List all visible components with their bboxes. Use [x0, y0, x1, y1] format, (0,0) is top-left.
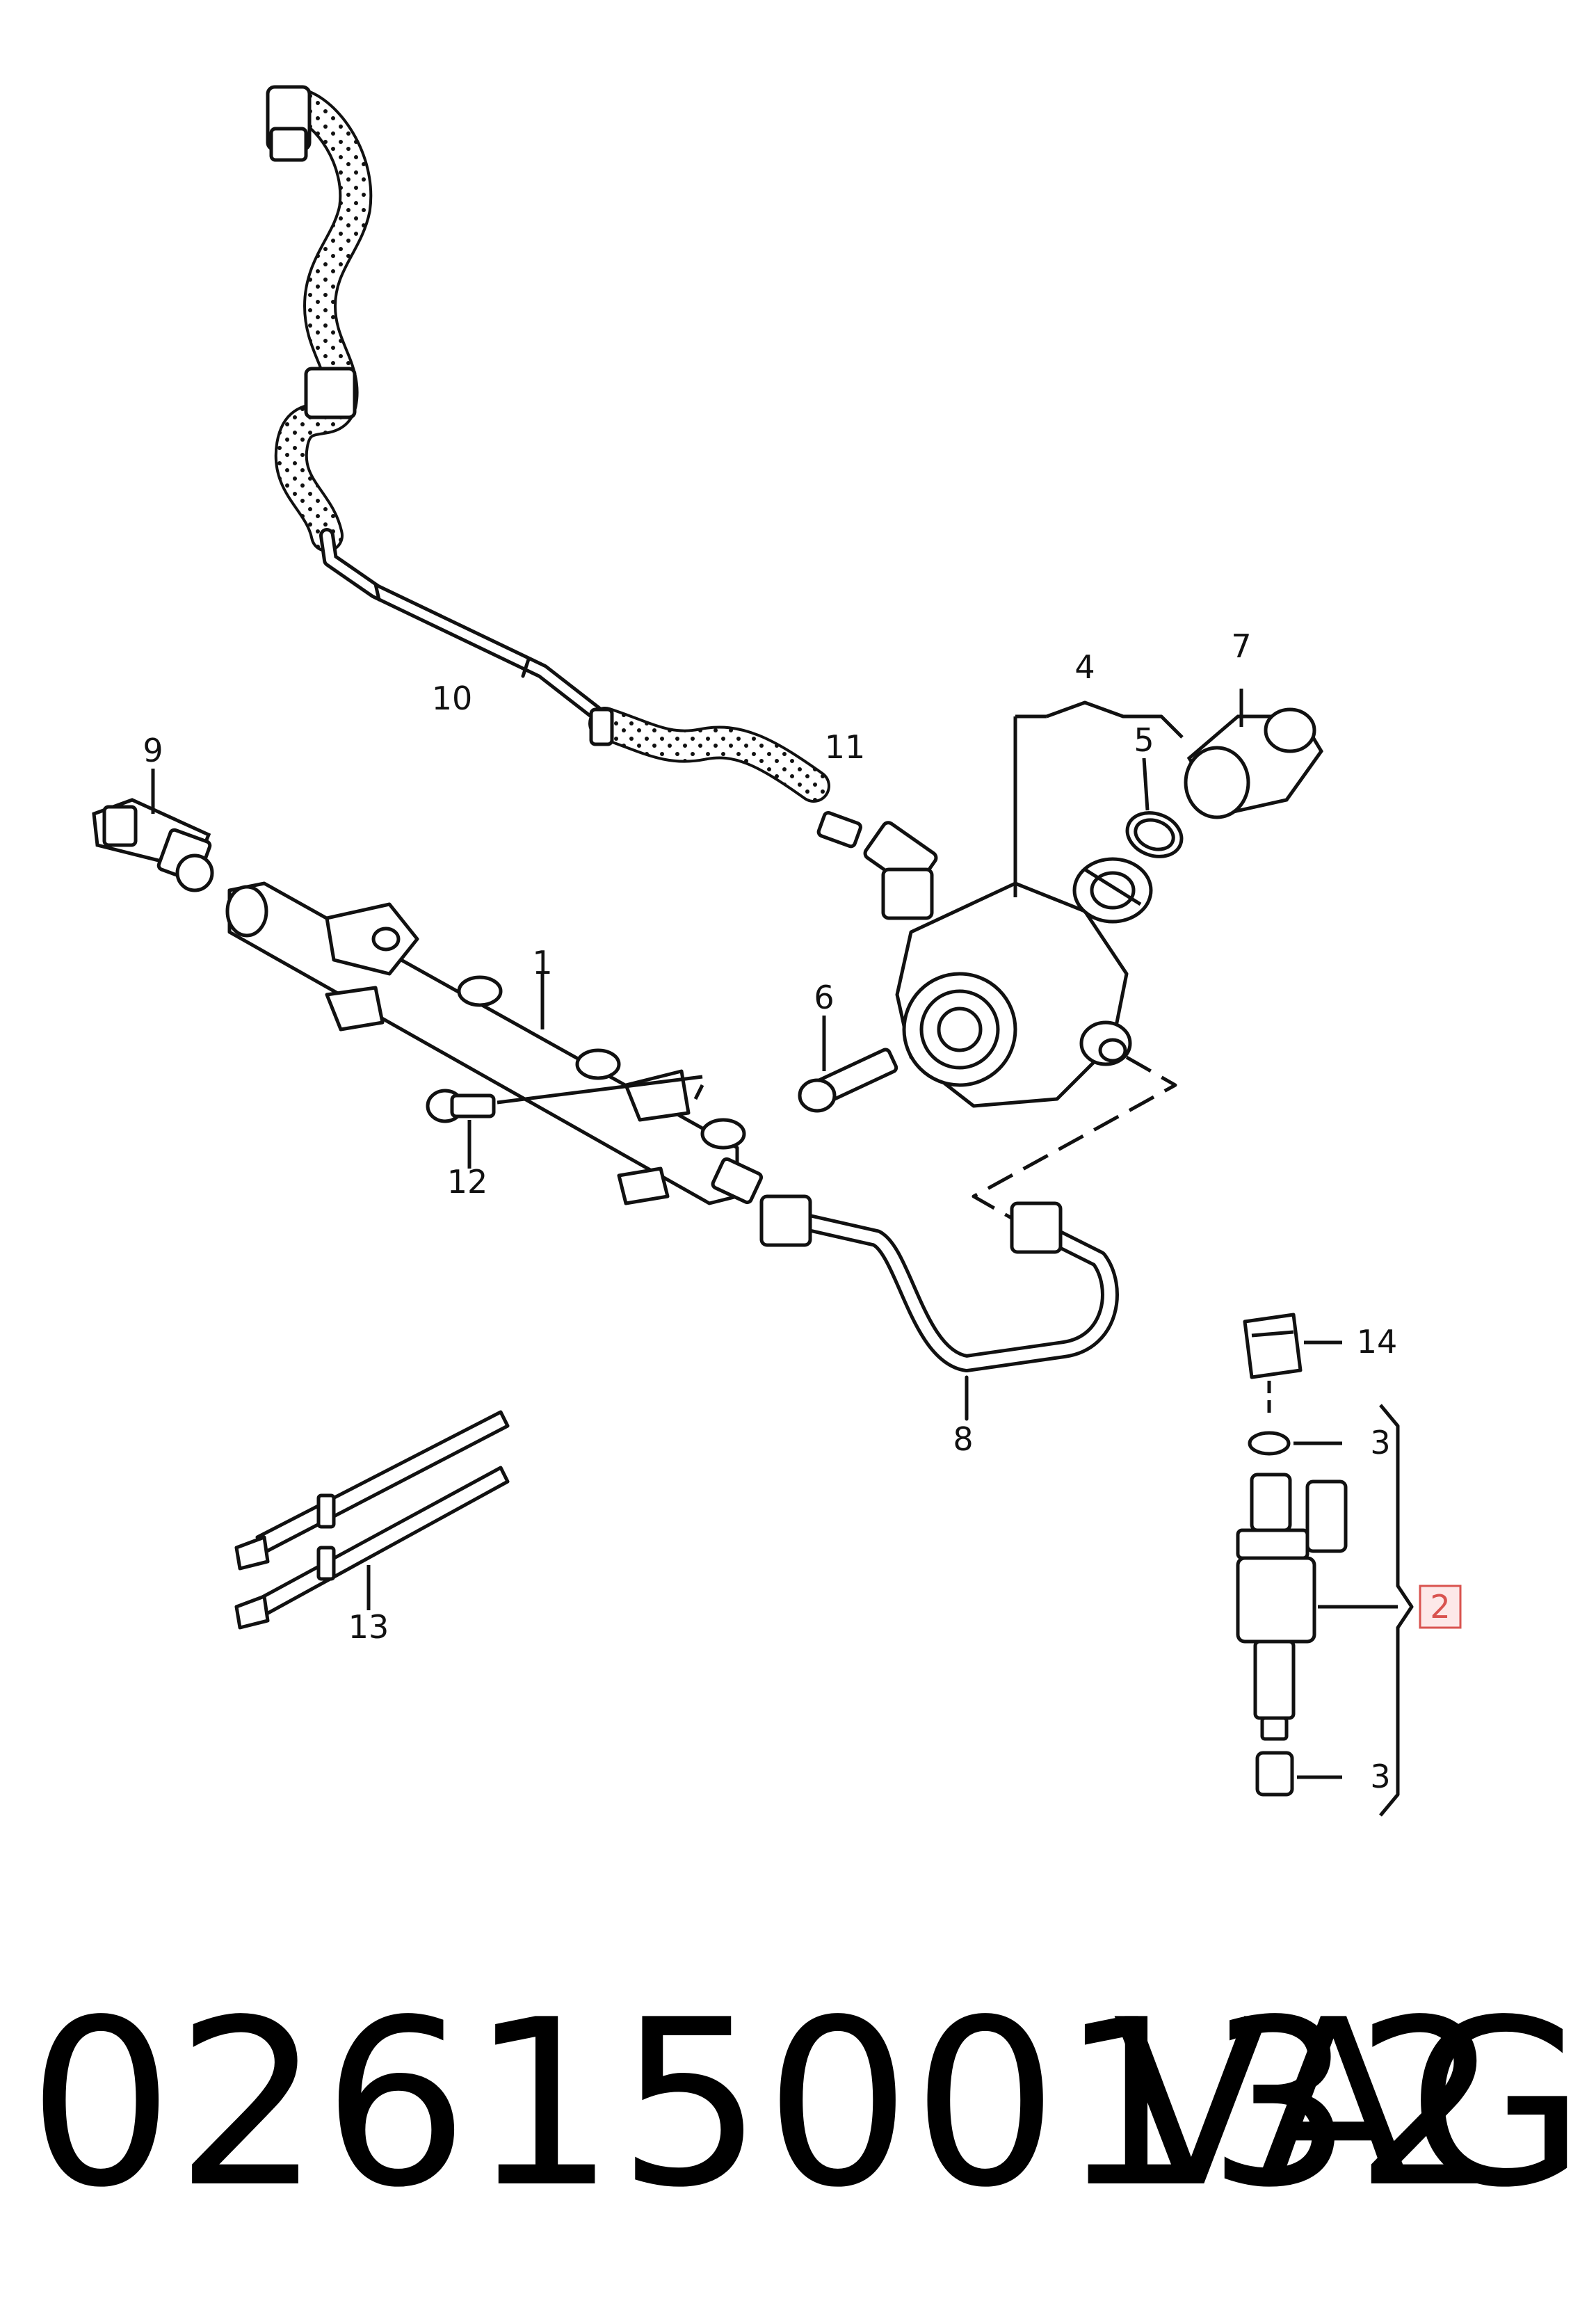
brand-label: VAG [1113, 1971, 1586, 2238]
callout-3-lower: 3 [1370, 1758, 1390, 1795]
high-pressure-line-part-8 [759, 1194, 1119, 1421]
callout-13: 13 [348, 1608, 389, 1646]
callout-3-upper: 3 [1370, 1424, 1390, 1461]
pressure-sensor-part-9 [92, 769, 214, 892]
callout-6: 6 [814, 979, 834, 1016]
callout-10: 10 [432, 680, 473, 717]
fuel-rail-part-1 [225, 881, 764, 1205]
part-number: 0261500132 [28, 1971, 1502, 2238]
o-ring-part-5 [1125, 757, 1184, 858]
injector-assembly [1236, 1313, 1414, 1817]
high-pressure-pump-part-4 [895, 700, 1184, 1226]
cable-ties-part-13 [234, 1410, 510, 1630]
bolt-part-6 [798, 1016, 898, 1113]
callout-11: 11 [825, 728, 866, 766]
tappet-part-7 [1184, 689, 1323, 819]
callout-5: 5 [1134, 721, 1154, 759]
bolt-part-12 [426, 1075, 703, 1169]
callout-14: 14 [1357, 1323, 1398, 1361]
callout-9: 9 [143, 732, 163, 769]
fuel-hose-part-10 [266, 85, 938, 920]
callout-7: 7 [1231, 627, 1251, 665]
callout-2: 2 [1430, 1588, 1450, 1626]
callout-labels: 1 3 3 3 4 5 6 7 8 9 10 11 12 13 14 [143, 627, 1397, 1795]
callout-4: 4 [1074, 648, 1095, 686]
callout-1: 1 [532, 944, 552, 981]
callout-2-highlight[interactable]: 2 [1419, 1585, 1462, 1629]
callout-12: 12 [447, 1163, 488, 1201]
callout-8: 8 [953, 1420, 973, 1458]
callout-2-box [1419, 1585, 1462, 1629]
